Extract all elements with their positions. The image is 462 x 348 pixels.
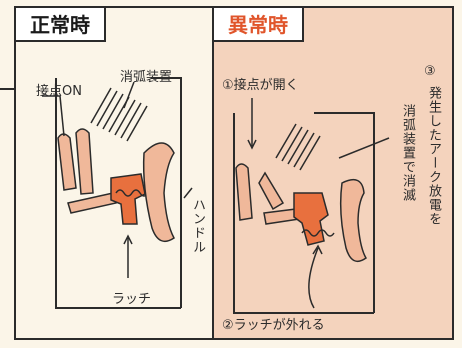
arc-chute-icon [275, 123, 321, 171]
label-step2: ②ラッチが外れる [222, 318, 325, 333]
sidebar-connector-line [0, 88, 14, 90]
label-handle: ハンドル [190, 198, 205, 254]
label-step3-col1: 発生したアーク放電を [426, 86, 441, 226]
latch-icon [110, 173, 146, 225]
title-abnormal: 異常時 [214, 8, 304, 42]
arc-chute-icon [90, 87, 148, 142]
normal-mechanism-illustration [42, 77, 193, 309]
handle-icon [142, 142, 175, 243]
label-latch: ラッチ [112, 292, 152, 307]
label-contact-on: 接点ON [36, 84, 82, 99]
panel-normal: 正常時 [16, 8, 214, 338]
label-arc-device: 消弧装置 [120, 70, 173, 85]
latch-icon [293, 192, 329, 246]
diagram-frame: 正常時 [14, 6, 454, 340]
label-step1: ①接点が開く [222, 78, 299, 93]
panel-abnormal: 異常時 ①接点が開く ②ラッチが外れる ③ 発生したアーク [214, 8, 452, 338]
abnormal-mechanism-illustration [233, 98, 390, 314]
contact-icon [57, 128, 117, 214]
handle-icon [339, 178, 367, 263]
title-normal: 正常時 [16, 8, 106, 42]
label-step3-col2: 消弧装置で消滅 [400, 104, 415, 202]
label-step3-num: ③ [424, 64, 436, 79]
